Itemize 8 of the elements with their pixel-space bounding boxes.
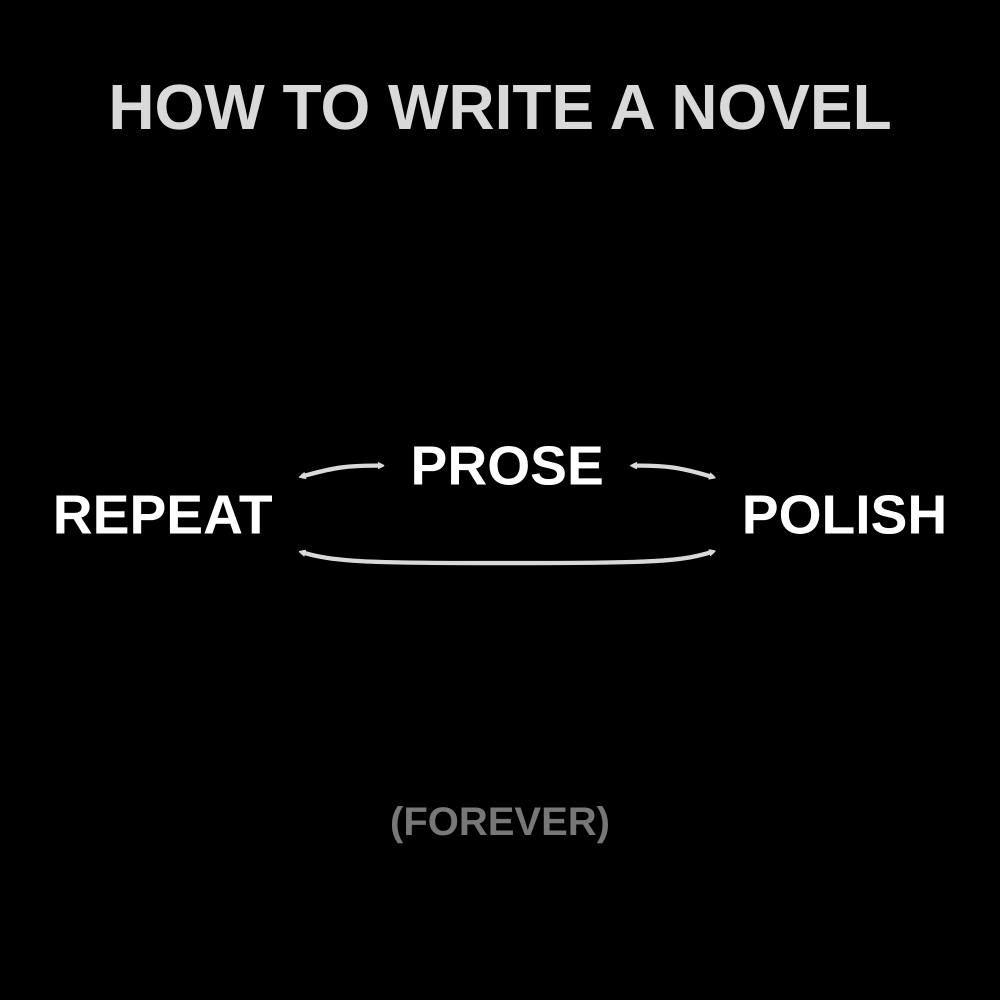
title: HOW TO WRITE A NOVEL xyxy=(107,70,893,144)
arrow xyxy=(298,549,716,566)
arrow xyxy=(630,462,716,480)
node-text: POLISH xyxy=(742,483,948,546)
node-text: REPEAT xyxy=(52,483,273,546)
node-text: PROSE xyxy=(410,434,604,497)
arrow xyxy=(298,462,385,480)
note-text: (FOREVER) xyxy=(389,800,611,845)
